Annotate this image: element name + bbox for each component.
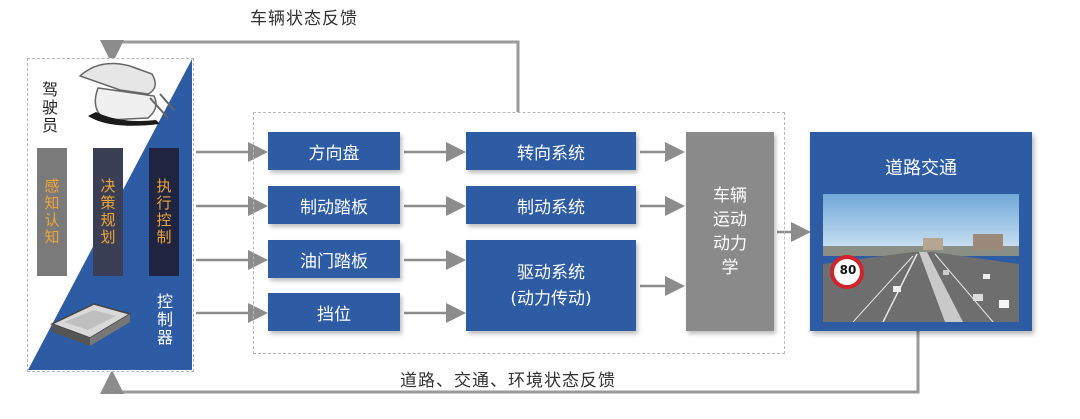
vehicle-feedback-line — [100, 40, 520, 112]
vehicle-system-panel — [253, 112, 785, 354]
dynamics-line4: 学 — [721, 257, 739, 278]
controller-label: 控制器 — [154, 293, 173, 347]
perception-box: 感知认知 — [37, 148, 67, 276]
dynamics-line2: 运动 — [713, 209, 747, 230]
road-traffic-panel: 道路交通 80 — [810, 132, 1032, 331]
road-feedback-line — [100, 330, 920, 394]
vehicle-dynamics-box: 车辆 运动 动力 学 — [686, 132, 774, 331]
speed-limit-sign: 80 — [839, 263, 857, 277]
brake-pedal-box: 制动踏板 — [268, 186, 400, 224]
driver-seat-icon — [78, 62, 175, 126]
road-traffic-title: 道路交通 — [885, 158, 957, 179]
highway-image — [823, 194, 1019, 322]
throttle-pedal-box: 油门踏板 — [268, 240, 400, 278]
decision-box: 决策规划 — [93, 148, 123, 276]
steering-system-box: 转向系统 — [466, 132, 636, 170]
road-env-feedback-label: 道路、交通、环境状态反馈 — [400, 371, 616, 391]
execution-box: 执行控制 — [149, 148, 179, 276]
vehicle-state-feedback-label: 车辆状态反馈 — [250, 9, 358, 29]
drive-system-box: 驱动系统 (动力传动) — [466, 240, 636, 331]
drive-system-line2: (动力传动) — [510, 288, 592, 309]
controller-device-icon — [50, 303, 132, 346]
braking-system-box: 制动系统 — [466, 186, 636, 224]
driver-label: 驾驶员 — [39, 81, 58, 135]
gear-box: 挡位 — [268, 293, 400, 331]
dynamics-line3: 动力 — [713, 233, 747, 254]
dynamics-line1: 车辆 — [713, 185, 747, 206]
drive-system-line1: 驱动系统 — [517, 262, 585, 283]
steering-wheel-box: 方向盘 — [268, 132, 400, 170]
